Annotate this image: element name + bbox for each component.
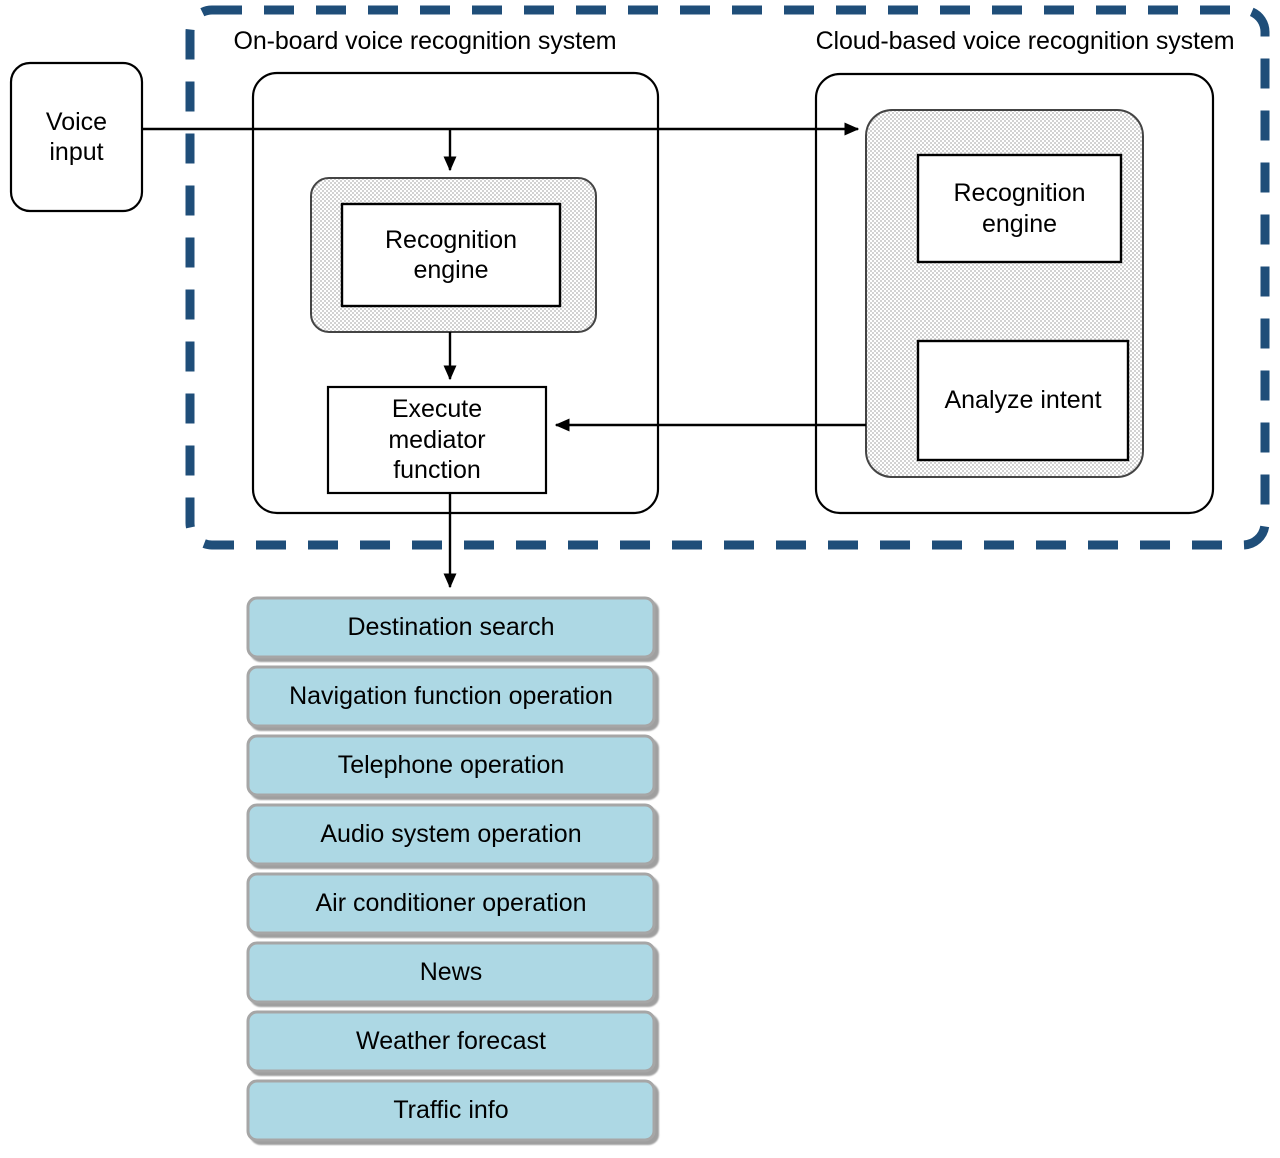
function-chip[interactable]	[246, 665, 656, 728]
voice-input-node[interactable]	[9, 61, 144, 213]
function-chip[interactable]	[246, 1010, 656, 1073]
function-chip-label: Audio system operation	[320, 820, 582, 849]
function-chip[interactable]	[246, 941, 656, 1004]
function-chip[interactable]	[246, 803, 656, 866]
function-chip-label: Destination search	[347, 613, 555, 642]
function-chip[interactable]	[246, 1079, 656, 1142]
cloud-recognition-engine-label: Recognition engine	[953, 179, 1086, 238]
function-chip-label: Navigation function operation	[289, 682, 613, 711]
function-chip-list	[246, 596, 656, 1142]
analyze-intent-node[interactable]	[916, 339, 1130, 462]
onboard-system-title: On-board voice recognition system	[233, 26, 617, 55]
function-chip-label: Telephone operation	[337, 751, 565, 780]
function-chip[interactable]	[246, 596, 656, 659]
function-chip-label: Traffic info	[393, 1096, 509, 1125]
function-chip-label: Weather forecast	[356, 1027, 546, 1056]
onboard-recognition-engine-label: Recognition engine	[384, 225, 518, 285]
onboard-recognition-engine-node[interactable]	[340, 202, 562, 308]
cloud-recognition-engine-node[interactable]	[916, 153, 1123, 264]
function-chip[interactable]	[246, 872, 656, 935]
function-chip-label: News	[419, 958, 483, 987]
execute-mediator-function-label: Execute mediator function	[388, 395, 486, 485]
execute-mediator-function-node[interactable]	[326, 385, 548, 495]
cloud-system-title: Cloud-based voice recognition system	[815, 26, 1235, 55]
analyze-intent-label: Analyze intent	[944, 386, 1102, 415]
function-chip-label: Air conditioner operation	[315, 889, 587, 918]
function-chip[interactable]	[246, 734, 656, 797]
system-boundary-dashed	[185, 5, 1270, 550]
voice-input-label: Voice input	[45, 107, 108, 167]
